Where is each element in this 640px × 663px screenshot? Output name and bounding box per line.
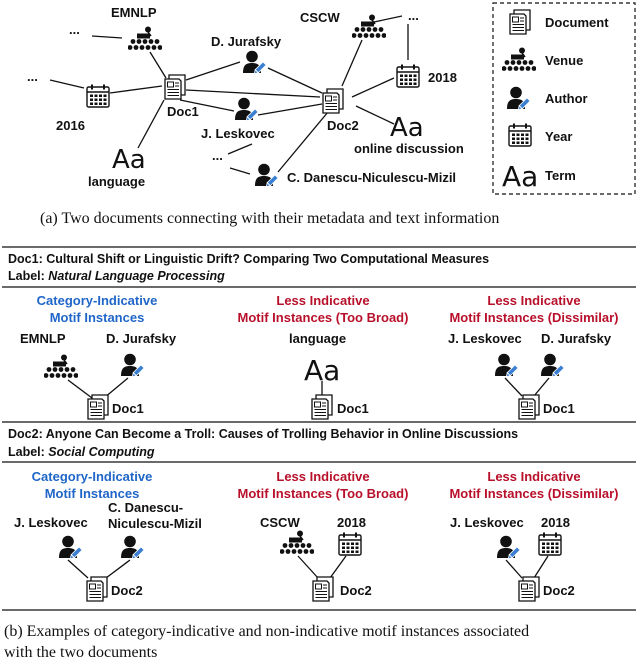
node-label-doc: Doc2 [111,583,143,598]
legend-label: Venue [545,53,583,68]
calendar-icon [338,532,362,556]
ellipsis: ... [27,69,38,84]
venue-icon [128,26,162,51]
author-icon [540,353,565,377]
label-language: language [88,174,145,189]
author-icon [58,535,83,559]
figure-a-graph [49,15,409,175]
author-icon [254,163,279,187]
legend-label: Document [545,15,609,30]
node-label: J. Leskovec [14,515,88,530]
node-label: Niculescu-Mizil [108,516,202,531]
document-icon [509,9,531,35]
calendar-icon [538,532,562,556]
heading-too-broad: Motif Instances (Too Broad) [238,310,409,325]
calendar-icon [86,84,110,108]
document-icon [87,394,109,420]
calendar-icon [508,123,532,147]
label-jurafsky: D. Jurafsky [211,34,282,49]
term-icon: Aa [304,354,340,387]
node-label: J. Leskovec [448,331,522,346]
author-icon [120,353,145,377]
node-label-doc: Doc2 [340,583,372,598]
author-icon [496,535,521,559]
node-label: D. Jurafsky [541,331,612,346]
heading-too-broad: Less Indicative [276,469,369,484]
label-cscw: CSCW [300,10,340,25]
node-label-doc: Doc1 [543,401,575,416]
node-label: J. Leskovec [450,515,524,530]
legend-label: Author [545,91,588,106]
caption-b-line1: (b) Examples of category-indicative and … [4,623,529,640]
ellipsis: ... [69,22,80,37]
term-icon: Aa [502,160,538,193]
document-icon [86,576,108,602]
term-icon: Aa [112,145,146,175]
heading-indicative: Category-Indicative [37,293,158,308]
author-icon [120,535,145,559]
label-online-discussion: online discussion [354,141,464,156]
node-label: 2018 [541,515,570,530]
doc1-label: Label: Natural Language Processing [8,269,225,283]
node-label: EMNLP [20,331,66,346]
heading-dissimilar: Less Indicative [487,469,580,484]
venue-icon [280,530,314,555]
label-leskovec: J. Leskovec [201,126,275,141]
author-icon [234,97,259,121]
label-doc1: Doc1 [167,104,199,119]
label-2018: 2018 [428,70,457,85]
legend-label: Term [545,168,576,183]
document-icon [518,394,540,420]
caption-b-line2: with the two documents [4,644,157,661]
document-icon [312,576,334,602]
document-icon [518,576,540,602]
caption-a: (a) Two documents connecting with their … [40,210,499,227]
term-icon: Aa [390,113,424,143]
heading-indicative: Category-Indicative [32,469,153,484]
heading-too-broad: Less Indicative [276,293,369,308]
node-label: language [289,331,346,346]
calendar-icon [396,64,420,88]
heading-dissimilar: Motif Instances (Dissimilar) [449,310,618,325]
document-icon [311,394,333,420]
doc1-title: Doc1: Cultural Shift or Linguistic Drift… [8,252,489,266]
venue-icon [502,47,536,72]
node-label: D. Jurafsky [106,331,177,346]
document-icon [322,88,344,114]
doc2-label: Label: Social Computing [8,445,155,459]
venue-icon [352,14,386,39]
ellipsis: ... [212,148,223,163]
node-label-doc: Doc1 [337,401,369,416]
label-2016: 2016 [56,118,85,133]
legend: Aa Document Venue Author Year Term [492,2,636,195]
label-doc2: Doc2 [327,118,359,133]
doc2-title: Doc2: Anyone Can Become a Troll: Causes … [8,427,518,441]
document-icon [164,74,186,100]
node-label: C. Danescu- [108,500,183,515]
venue-icon [44,354,78,379]
rules [2,246,636,611]
author-icon [494,353,519,377]
node-label: 2018 [337,515,366,530]
heading-indicative: Motif Instances [45,486,140,501]
heading-dissimilar: Less Indicative [487,293,580,308]
heading-indicative: Motif Instances [50,310,145,325]
heading-dissimilar: Motif Instances (Dissimilar) [449,486,618,501]
node-label: CSCW [260,515,300,530]
author-icon [242,50,267,74]
label-danescu: C. Danescu-Niculescu-Mizil [287,170,456,185]
node-label-doc: Doc1 [112,401,144,416]
legend-label: Year [545,129,572,144]
author-icon [506,86,531,110]
heading-too-broad: Motif Instances (Too Broad) [238,486,409,501]
label-emnlp: EMNLP [111,5,157,20]
node-label-doc: Doc2 [543,583,575,598]
ellipsis: ... [408,8,419,23]
